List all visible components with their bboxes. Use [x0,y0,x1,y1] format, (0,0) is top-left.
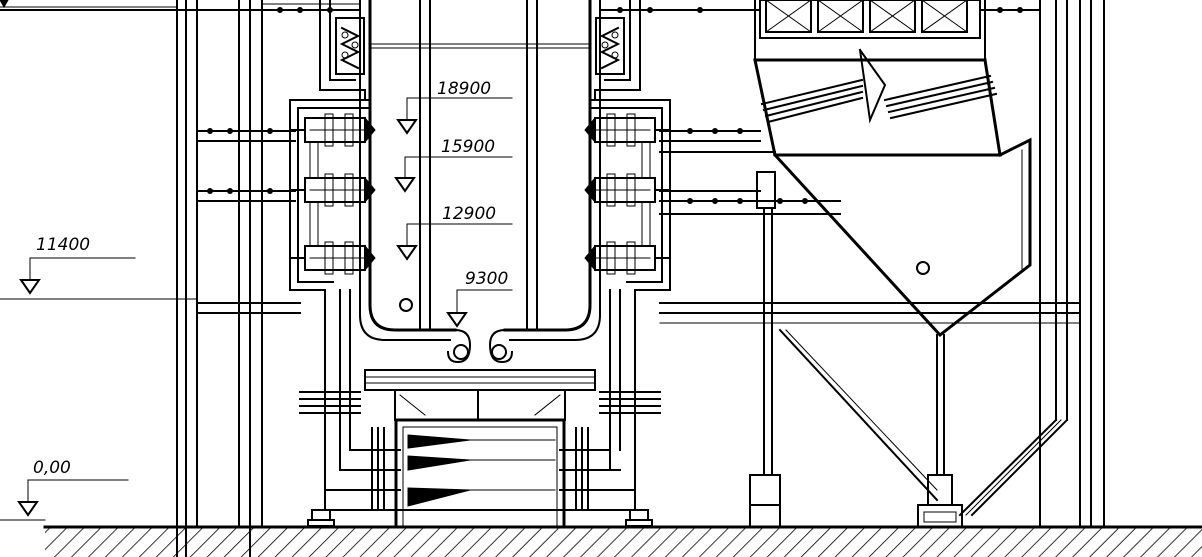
elevation-label-9300: 9300 [465,269,508,289]
elevation-marker-9300: 9300 [446,269,513,328]
beam-rivets [207,7,1023,204]
air-heater-boxes [754,0,986,61]
elevation-label-15900: 15900 [441,137,495,157]
elevation-label-12900: 12900 [442,204,496,224]
elevation-marker-ground: 0,00 [0,458,129,521]
coil-bundle-right [595,17,625,75]
elevation-marker-18900: 18900 [396,79,513,135]
grate-and-ash-hopper [364,369,596,529]
elevation-marker-15900: 15900 [394,137,513,193]
furnace-shaft [359,0,601,364]
building-columns-right [1039,0,1105,528]
burners-right [584,113,671,275]
elevation-marker-11400: 11400 [0,235,198,300]
flue-duct [958,418,1069,517]
ground-hatching [43,525,1202,557]
elevation-label-11400: 11400 [36,235,90,255]
building-columns-left [176,0,263,557]
coil-bundle-left [335,17,365,75]
lower-piping [299,289,661,511]
top-left-leader [0,0,178,9]
floor-beams [0,3,1081,324]
elevation-marker-12900: 12900 [396,204,513,261]
elevation-label-18900: 18900 [437,79,491,99]
cyclone-hopper [753,48,1032,528]
furnace-casing [289,0,671,511]
support-column-right [749,171,781,528]
elevation-label-ground: 0,00 [33,458,71,478]
burners-left [289,113,376,275]
support-feet [307,509,653,527]
